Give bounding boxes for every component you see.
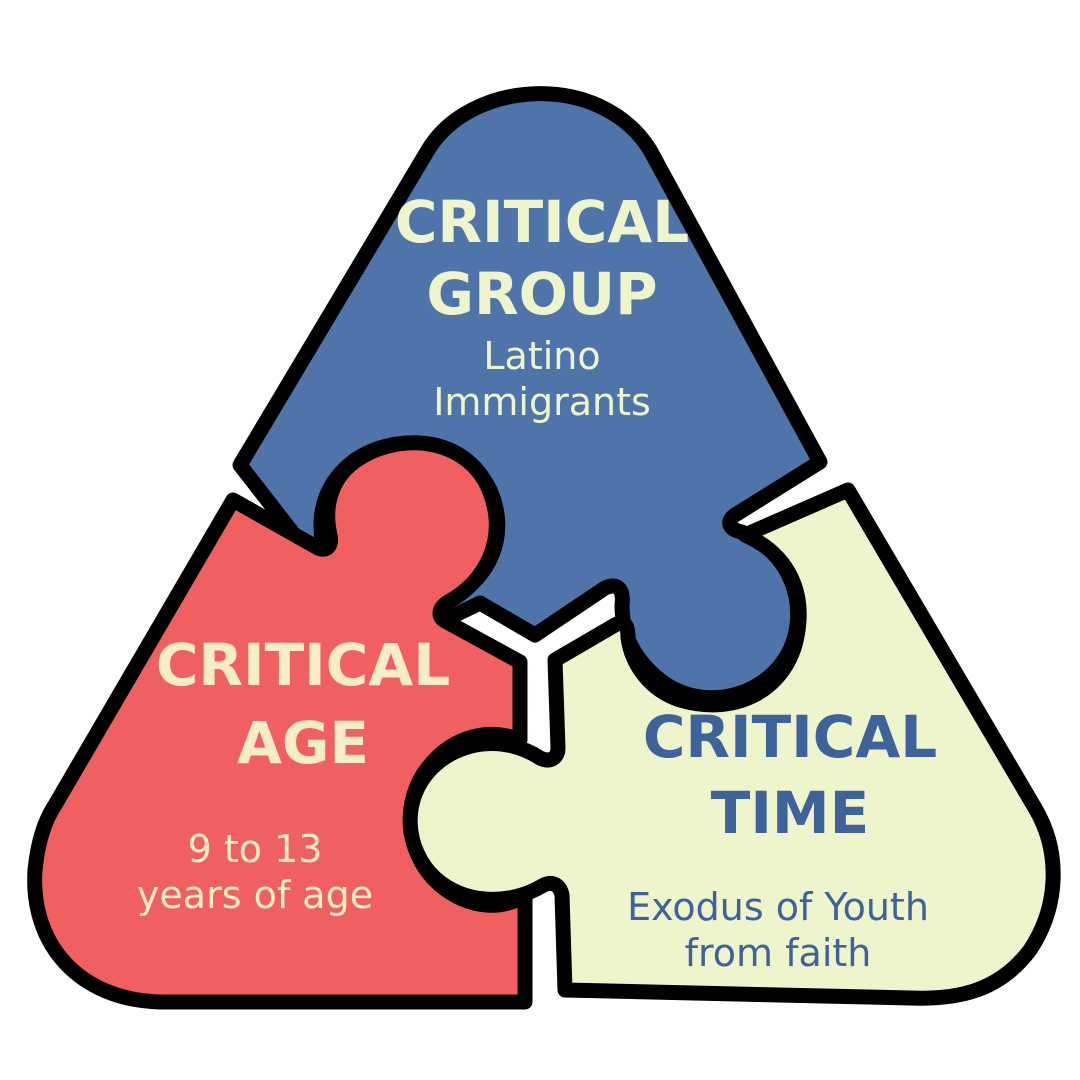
age-sub-label: 9 to 13 years of age: [105, 826, 405, 918]
time-subtitle-line1: Exodus of Youth: [627, 885, 929, 929]
time-subtitle-line2: from faith: [684, 931, 872, 975]
age-subtitle-line1: 9 to 13: [187, 827, 323, 871]
age-title-line1: CRITICAL: [155, 631, 451, 699]
time-title-line2: TIME: [710, 779, 870, 847]
age-subtitle-line2: years of age: [136, 873, 374, 917]
group-subtitle-line1: Latino: [483, 334, 601, 378]
group-title-line2: GROUP: [426, 260, 658, 328]
group-subtitle-line2: Immigrants: [433, 380, 651, 424]
puzzle-piece-age: [27, 435, 533, 1010]
group-title-line1: CRITICAL: [394, 188, 690, 256]
group-label: CRITICAL GROUP Latino Immigrants: [392, 193, 692, 425]
age-title-line2: AGE: [236, 709, 370, 777]
age-label: CRITICAL AGE: [153, 636, 453, 780]
time-title-line1: CRITICAL: [642, 703, 938, 771]
time-label: CRITICAL TIME: [640, 708, 940, 850]
puzzle-piece-time: [402, 482, 1061, 1006]
time-sub-label: Exodus of Youth from faith: [578, 884, 978, 976]
